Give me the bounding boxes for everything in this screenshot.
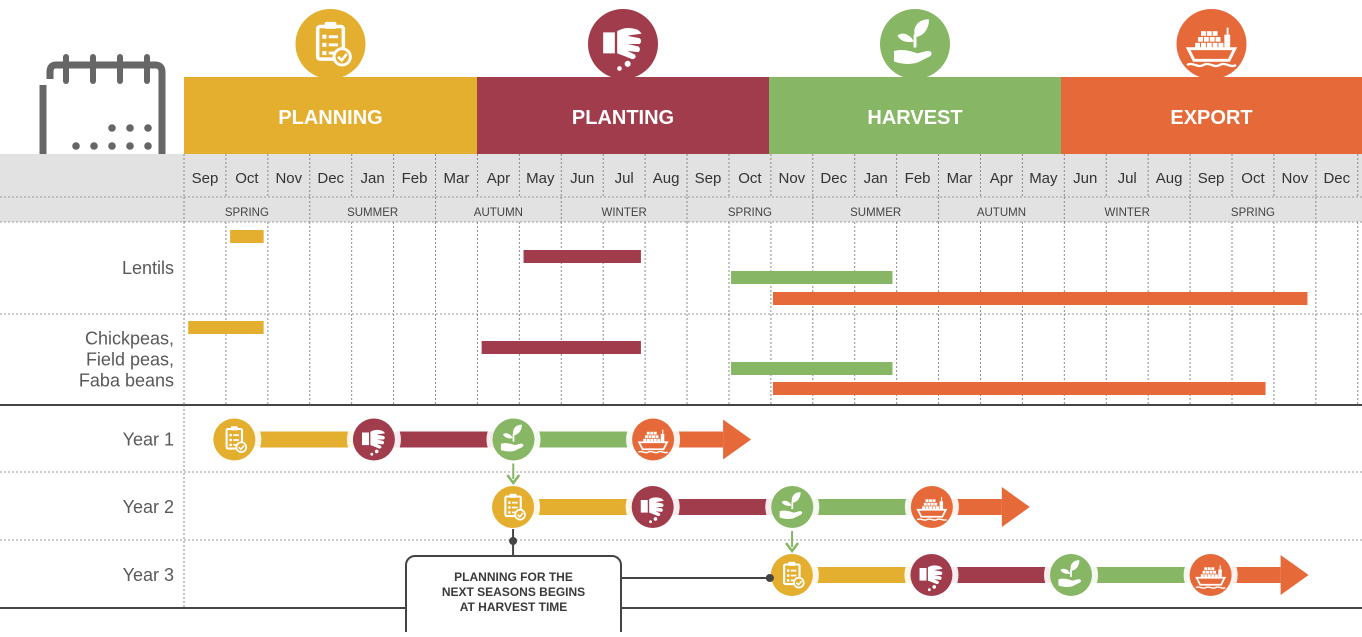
clipboard-icon <box>295 9 366 79</box>
bar-planning <box>188 321 264 334</box>
month-label: May <box>1029 170 1058 187</box>
bar-planting <box>481 341 641 354</box>
bar-harvest <box>731 271 893 284</box>
phase-band-harvest <box>769 77 1061 154</box>
month-label: Apr <box>990 170 1013 187</box>
month-label: Dec <box>317 170 344 187</box>
season-label: AUTUMN <box>474 207 523 219</box>
month-label: Nov <box>778 170 805 187</box>
bar-export <box>772 382 1266 395</box>
callout-dot <box>765 574 774 582</box>
clipboard-icon <box>492 486 535 528</box>
month-label: Jul <box>1118 170 1137 187</box>
crop-label: Lentils <box>122 258 174 278</box>
timeline-segment-planning <box>513 499 653 515</box>
timeline-segment-planning <box>791 567 932 583</box>
month-label: Sep <box>695 170 722 187</box>
bar-planting <box>523 250 641 263</box>
season-label: SPRING <box>728 207 772 219</box>
clipboard-icon <box>213 418 256 461</box>
timeline-segment-harvest <box>513 431 654 448</box>
month-label: Oct <box>738 170 762 187</box>
month-label: Aug <box>1156 170 1183 187</box>
seed-hand-icon <box>631 486 674 528</box>
timeline-arrow-head <box>1001 487 1030 527</box>
timeline-segment-harvest <box>1071 567 1211 583</box>
month-label: Oct <box>235 170 259 187</box>
season-label: SPRING <box>225 207 269 219</box>
timeline-segment-planting <box>931 567 1072 583</box>
calendar-header-band <box>0 154 1362 222</box>
month-label: Dec <box>1323 170 1350 187</box>
cargo-ship-icon <box>1189 554 1232 596</box>
cargo-ship-icon <box>1176 9 1247 79</box>
year-label: Year 2 <box>123 497 174 517</box>
timeline-arrow-head <box>723 419 752 460</box>
phase-label-planting: PLANTING <box>572 107 674 129</box>
month-label: Jun <box>570 170 594 187</box>
season-label: WINTER <box>601 207 646 219</box>
callout-text: AT HARVEST TIME <box>460 600 568 614</box>
seed-hand-icon <box>588 9 658 79</box>
season-label: AUTUMN <box>977 207 1026 219</box>
month-label: Jul <box>615 170 634 187</box>
sprout-hand-icon <box>771 486 814 528</box>
phase-label-export: EXPORT <box>1170 107 1252 129</box>
phase-label-planning: PLANNING <box>278 107 382 129</box>
month-label: Jun <box>1073 170 1097 187</box>
timeline-segment-harvest <box>792 499 932 515</box>
month-label: Aug <box>653 170 680 187</box>
link-arrow-icon <box>506 474 521 486</box>
month-label: Oct <box>1241 170 1265 187</box>
bar-export <box>772 292 1308 305</box>
bar-planning <box>230 230 264 243</box>
season-label: WINTER <box>1105 207 1150 219</box>
timeline-segment-planting <box>652 499 793 515</box>
callout-box <box>405 555 622 637</box>
phase-band-planting <box>477 77 769 154</box>
timeline-segment-planting <box>373 431 514 448</box>
month-label: Feb <box>905 170 931 187</box>
phase-label-harvest: HARVEST <box>867 107 962 129</box>
month-label: Apr <box>487 170 510 187</box>
month-label: Feb <box>402 170 428 187</box>
month-label: Jan <box>864 170 888 187</box>
month-label: Nov <box>275 170 302 187</box>
month-label: Jan <box>361 170 385 187</box>
month-label: Sep <box>1198 170 1225 187</box>
timeline-segment-planning <box>234 431 374 448</box>
month-label: Nov <box>1282 170 1309 187</box>
month-label: Mar <box>444 170 470 187</box>
year-label: Year 1 <box>123 430 174 450</box>
month-label: Mar <box>947 170 973 187</box>
callout-text: NEXT SEASONS BEGINS <box>442 585 585 599</box>
sprout-hand-icon <box>1050 554 1093 596</box>
month-label: May <box>526 170 555 187</box>
link-arrow-icon <box>785 542 800 554</box>
season-label: SPRING <box>1231 207 1275 219</box>
callout-text: PLANNING FOR THE <box>454 570 573 584</box>
bar-harvest <box>731 362 893 375</box>
season-label: SUMMER <box>850 207 901 219</box>
sprout-hand-icon <box>880 9 950 79</box>
sprout-hand-icon <box>492 418 535 461</box>
cargo-ship-icon <box>910 486 953 528</box>
phase-band-planning <box>184 77 477 154</box>
seed-hand-icon <box>352 418 395 461</box>
month-label: Dec <box>820 170 847 187</box>
clipboard-icon <box>770 554 813 596</box>
month-label: Sep <box>192 170 219 187</box>
callout-dot <box>509 537 518 545</box>
seed-hand-icon <box>910 554 953 596</box>
phase-band-export <box>1061 77 1362 154</box>
year-label: Year 3 <box>123 565 174 585</box>
timeline-arrow-head <box>1280 555 1309 595</box>
crop-label: Chickpeas,Field peas,Faba beans <box>79 329 174 391</box>
cargo-ship-icon <box>632 418 675 461</box>
season-label: SUMMER <box>347 207 398 219</box>
